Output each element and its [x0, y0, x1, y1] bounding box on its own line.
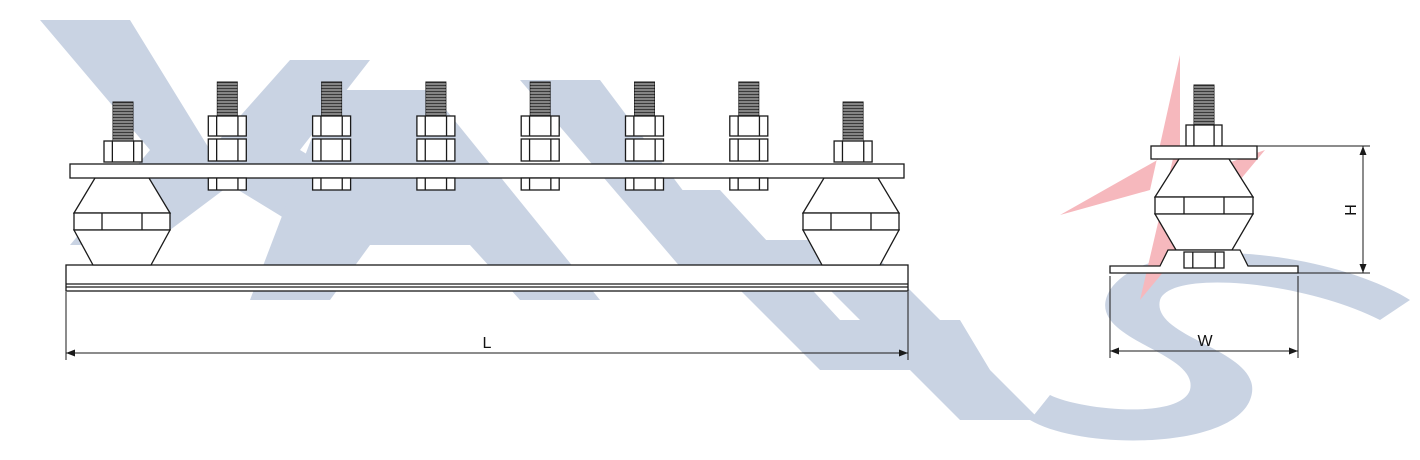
- threaded-stud: [738, 81, 760, 117]
- hex-nut-body: [311, 115, 352, 137]
- mount-center-band: [802, 212, 900, 231]
- hex-nut: [624, 138, 665, 162]
- stud-shaft: [842, 101, 864, 142]
- hex-nut-body: [1183, 251, 1225, 269]
- side-center-band: [1154, 196, 1254, 215]
- hex-nut: [520, 138, 560, 162]
- width-dimension-label: W: [1197, 333, 1213, 350]
- hex-nut-body: [729, 115, 769, 137]
- stud-assembly: [103, 101, 143, 163]
- hex-nut-body: [311, 177, 352, 191]
- hex-nut-body: [624, 115, 665, 137]
- mount-lower-cone: [801, 229, 901, 266]
- hex-nut-body: [624, 138, 665, 162]
- hex-nut: [833, 140, 873, 163]
- hex-nut-body: [1185, 124, 1223, 147]
- hex-nut-body: [207, 115, 247, 137]
- hex-nut-body: [520, 177, 560, 191]
- hex-nut-body: [416, 177, 456, 191]
- watermark-letter-s: [1030, 252, 1410, 441]
- threaded-stud: [529, 81, 551, 117]
- hex-nut-body: [624, 177, 665, 191]
- hex-nut: [207, 138, 247, 162]
- hex-nut: [311, 115, 352, 137]
- hex-nut: [416, 115, 456, 137]
- height-dimension: [1257, 145, 1370, 274]
- threaded-stud: [112, 101, 134, 142]
- side-view: [1109, 84, 1370, 358]
- mount-upper-cone: [801, 177, 901, 214]
- dimension-arrowhead: [899, 349, 908, 357]
- hex-nut: [520, 115, 560, 137]
- hex-nut: [729, 115, 769, 137]
- hex-nut: [311, 177, 352, 191]
- hex-nut-body: [207, 138, 247, 162]
- hex-nut: [1183, 251, 1225, 269]
- left-rubber-mount: [72, 177, 172, 266]
- dimension-arrowhead: [1289, 347, 1298, 355]
- watermark-letter-l1: [520, 80, 860, 290]
- dimension-arrowhead: [1359, 264, 1367, 273]
- stud-assembly: [729, 81, 769, 191]
- hex-nut: [416, 138, 456, 162]
- threaded-stud: [321, 81, 343, 117]
- hex-nut: [207, 115, 247, 137]
- right-rubber-mount: [801, 177, 901, 266]
- hex-nut-body: [103, 140, 143, 163]
- length-dimension: [65, 292, 909, 360]
- hex-nut-body: [207, 177, 247, 191]
- watermark-letter-i: [800, 260, 1040, 420]
- hex-nut: [311, 138, 352, 162]
- stud-assembly: [416, 81, 456, 191]
- hex-nut: [1185, 124, 1223, 147]
- threaded-stud: [425, 81, 447, 117]
- mount-lower-cone: [72, 229, 172, 266]
- hex-nut: [624, 177, 665, 191]
- hex-nut-body: [520, 138, 560, 162]
- side-top-plate: [1150, 145, 1258, 160]
- stud-assembly: [311, 81, 352, 191]
- threaded-stud: [1193, 84, 1215, 126]
- dimension-arrowhead: [1110, 347, 1119, 355]
- hex-nut-body: [416, 138, 456, 162]
- stud-assembly: [520, 81, 560, 191]
- hex-nut: [416, 177, 456, 191]
- stud-shaft: [112, 101, 134, 142]
- hex-nut: [624, 115, 665, 137]
- mount-center-band: [73, 212, 171, 231]
- stud-assembly: [624, 81, 665, 191]
- dimension-arrowhead: [66, 349, 75, 357]
- hex-nut-body: [729, 138, 769, 162]
- height-dimension-label: H: [1343, 204, 1360, 216]
- hex-nut: [207, 177, 247, 191]
- top-plate: [69, 163, 905, 179]
- hex-nut: [729, 177, 769, 191]
- stud-assembly: [207, 81, 247, 191]
- hex-nut-body: [311, 138, 352, 162]
- hex-nut: [103, 140, 143, 163]
- width-dimension: [1109, 276, 1299, 358]
- length-dimension-label: L: [483, 335, 492, 352]
- hex-nut-body: [416, 115, 456, 137]
- threaded-stud: [842, 101, 864, 142]
- hex-nut: [520, 177, 560, 191]
- threaded-stud: [634, 81, 655, 117]
- stud-assembly: [833, 101, 873, 163]
- front-view: [65, 81, 909, 360]
- hex-nut-body: [520, 115, 560, 137]
- hex-nut-body: [729, 177, 769, 191]
- hex-nut-body: [833, 140, 873, 163]
- hex-nut: [729, 138, 769, 162]
- threaded-stud: [216, 81, 238, 117]
- dimension-arrowhead: [1359, 146, 1367, 155]
